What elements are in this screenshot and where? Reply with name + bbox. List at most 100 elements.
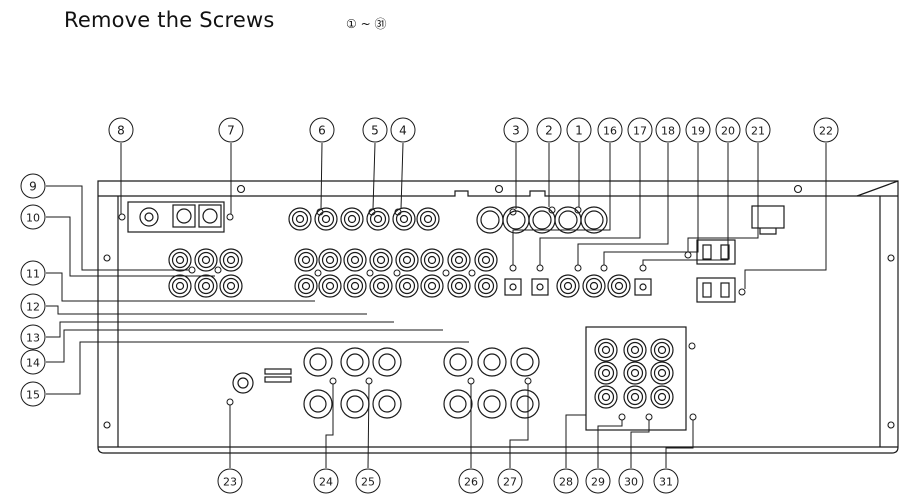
- callout-number: 12: [26, 301, 40, 314]
- rca-jack-ring: [653, 341, 671, 359]
- callout-9: 9: [20, 173, 46, 199]
- leader-lines: [46, 142, 827, 469]
- rca-jack-ring: [197, 251, 215, 269]
- rca-jack-pin: [427, 255, 437, 265]
- callout-number: 13: [26, 332, 40, 345]
- rca-jack: [623, 385, 647, 409]
- screw-point: [188, 266, 196, 274]
- callout-27: 27: [497, 468, 523, 494]
- screw-holes: [103, 184, 895, 429]
- callout-circle: [20, 293, 46, 319]
- screw-point: [394, 208, 402, 216]
- optical-port-center: [639, 283, 647, 291]
- leader-line: [400, 142, 404, 210]
- callout-circle: [458, 468, 484, 494]
- speaker-terminal-core: [449, 353, 467, 371]
- speaker-terminal-core: [516, 353, 534, 371]
- rca-jack-ring: [653, 388, 671, 406]
- callout-circle: [20, 381, 46, 407]
- callout-number: 3: [512, 124, 520, 138]
- rca-jack-ring: [398, 277, 416, 295]
- speaker-terminal: [443, 389, 473, 419]
- callout-circle: [745, 117, 771, 143]
- rca-jack-pin: [347, 214, 357, 224]
- callout-number: 18: [661, 125, 675, 138]
- rca-jack-ring: [419, 210, 437, 228]
- rca-jack: [395, 274, 419, 298]
- rca-jack-ring: [626, 364, 644, 382]
- rca-jack: [314, 207, 338, 231]
- rca-jack: [594, 361, 618, 385]
- speaker-terminal: [340, 347, 370, 377]
- callout-25: 25: [355, 468, 381, 494]
- rca-jack: [288, 207, 312, 231]
- screw-point: [524, 377, 532, 385]
- rca-grid-left: [168, 248, 243, 298]
- callout-circle: [553, 468, 579, 494]
- callout-circle: [108, 117, 134, 143]
- screw-point: [393, 269, 401, 277]
- callout-circle: [813, 117, 839, 143]
- rca-jack-ring: [291, 210, 309, 228]
- rca-jack-pin: [601, 392, 611, 402]
- rca-jack-pin: [423, 214, 433, 224]
- speaker-terminal-core: [483, 395, 501, 413]
- rca-jack-pin: [295, 214, 305, 224]
- screw-point: [509, 208, 517, 216]
- rca-jack: [650, 361, 674, 385]
- callout-number: 10: [26, 212, 40, 225]
- speaker-terminal: [372, 389, 402, 419]
- callout-circle: [362, 117, 388, 143]
- rca-jack-pin: [657, 368, 667, 378]
- leader-line: [665, 420, 694, 468]
- rca-jack: [168, 248, 192, 272]
- callout-number: 24: [319, 476, 333, 489]
- callout-23: 23: [217, 468, 243, 494]
- callout-circle: [536, 117, 562, 143]
- leader-line: [565, 414, 586, 468]
- callout-number: 6: [318, 124, 326, 138]
- rca-jack: [340, 207, 364, 231]
- rca-jack-pin: [481, 281, 491, 291]
- speaker-terminal-core: [378, 353, 396, 371]
- callout-number: 16: [603, 125, 617, 138]
- rca-jack-ring: [369, 210, 387, 228]
- rca-jack-pin: [657, 392, 667, 402]
- screw-range-label: ① ~ ㉛: [346, 17, 387, 31]
- rca-jack-ring: [222, 251, 240, 269]
- speaker-terminal: [477, 389, 507, 419]
- leader-line: [512, 143, 611, 265]
- callout-19: 19: [685, 117, 711, 143]
- screw-point: [618, 413, 626, 421]
- rca-jack-pin: [454, 255, 464, 265]
- callout-21: 21: [745, 117, 771, 143]
- screw-point: [639, 264, 647, 272]
- rca-jack: [582, 274, 606, 298]
- callout-circle: [585, 468, 611, 494]
- rca-jack-ring: [321, 251, 339, 269]
- rca-jack: [623, 361, 647, 385]
- leader-line: [372, 142, 376, 210]
- rca-jack-ring: [222, 277, 240, 295]
- rca-jack-ring: [477, 277, 495, 295]
- leader-line: [325, 384, 334, 468]
- large-jack-ring: [558, 210, 578, 230]
- rca-jack-pin: [325, 281, 335, 291]
- callout-18: 18: [655, 117, 681, 143]
- rca-jack-pin: [402, 255, 412, 265]
- screw-point: [509, 264, 517, 272]
- rca-jack: [194, 248, 218, 272]
- screw-point: [214, 266, 222, 274]
- rca-jack-ring: [197, 277, 215, 295]
- rca-jack: [219, 248, 243, 272]
- callout-13: 13: [20, 324, 46, 350]
- speaker-terminal: [510, 347, 540, 377]
- speaker-terminal-core: [449, 395, 467, 413]
- rca-jack-ring: [372, 277, 390, 295]
- rca-jack-ring: [626, 341, 644, 359]
- callout-29: 29: [585, 468, 611, 494]
- callout-number: 19: [691, 125, 705, 138]
- callout-circle: [20, 260, 46, 286]
